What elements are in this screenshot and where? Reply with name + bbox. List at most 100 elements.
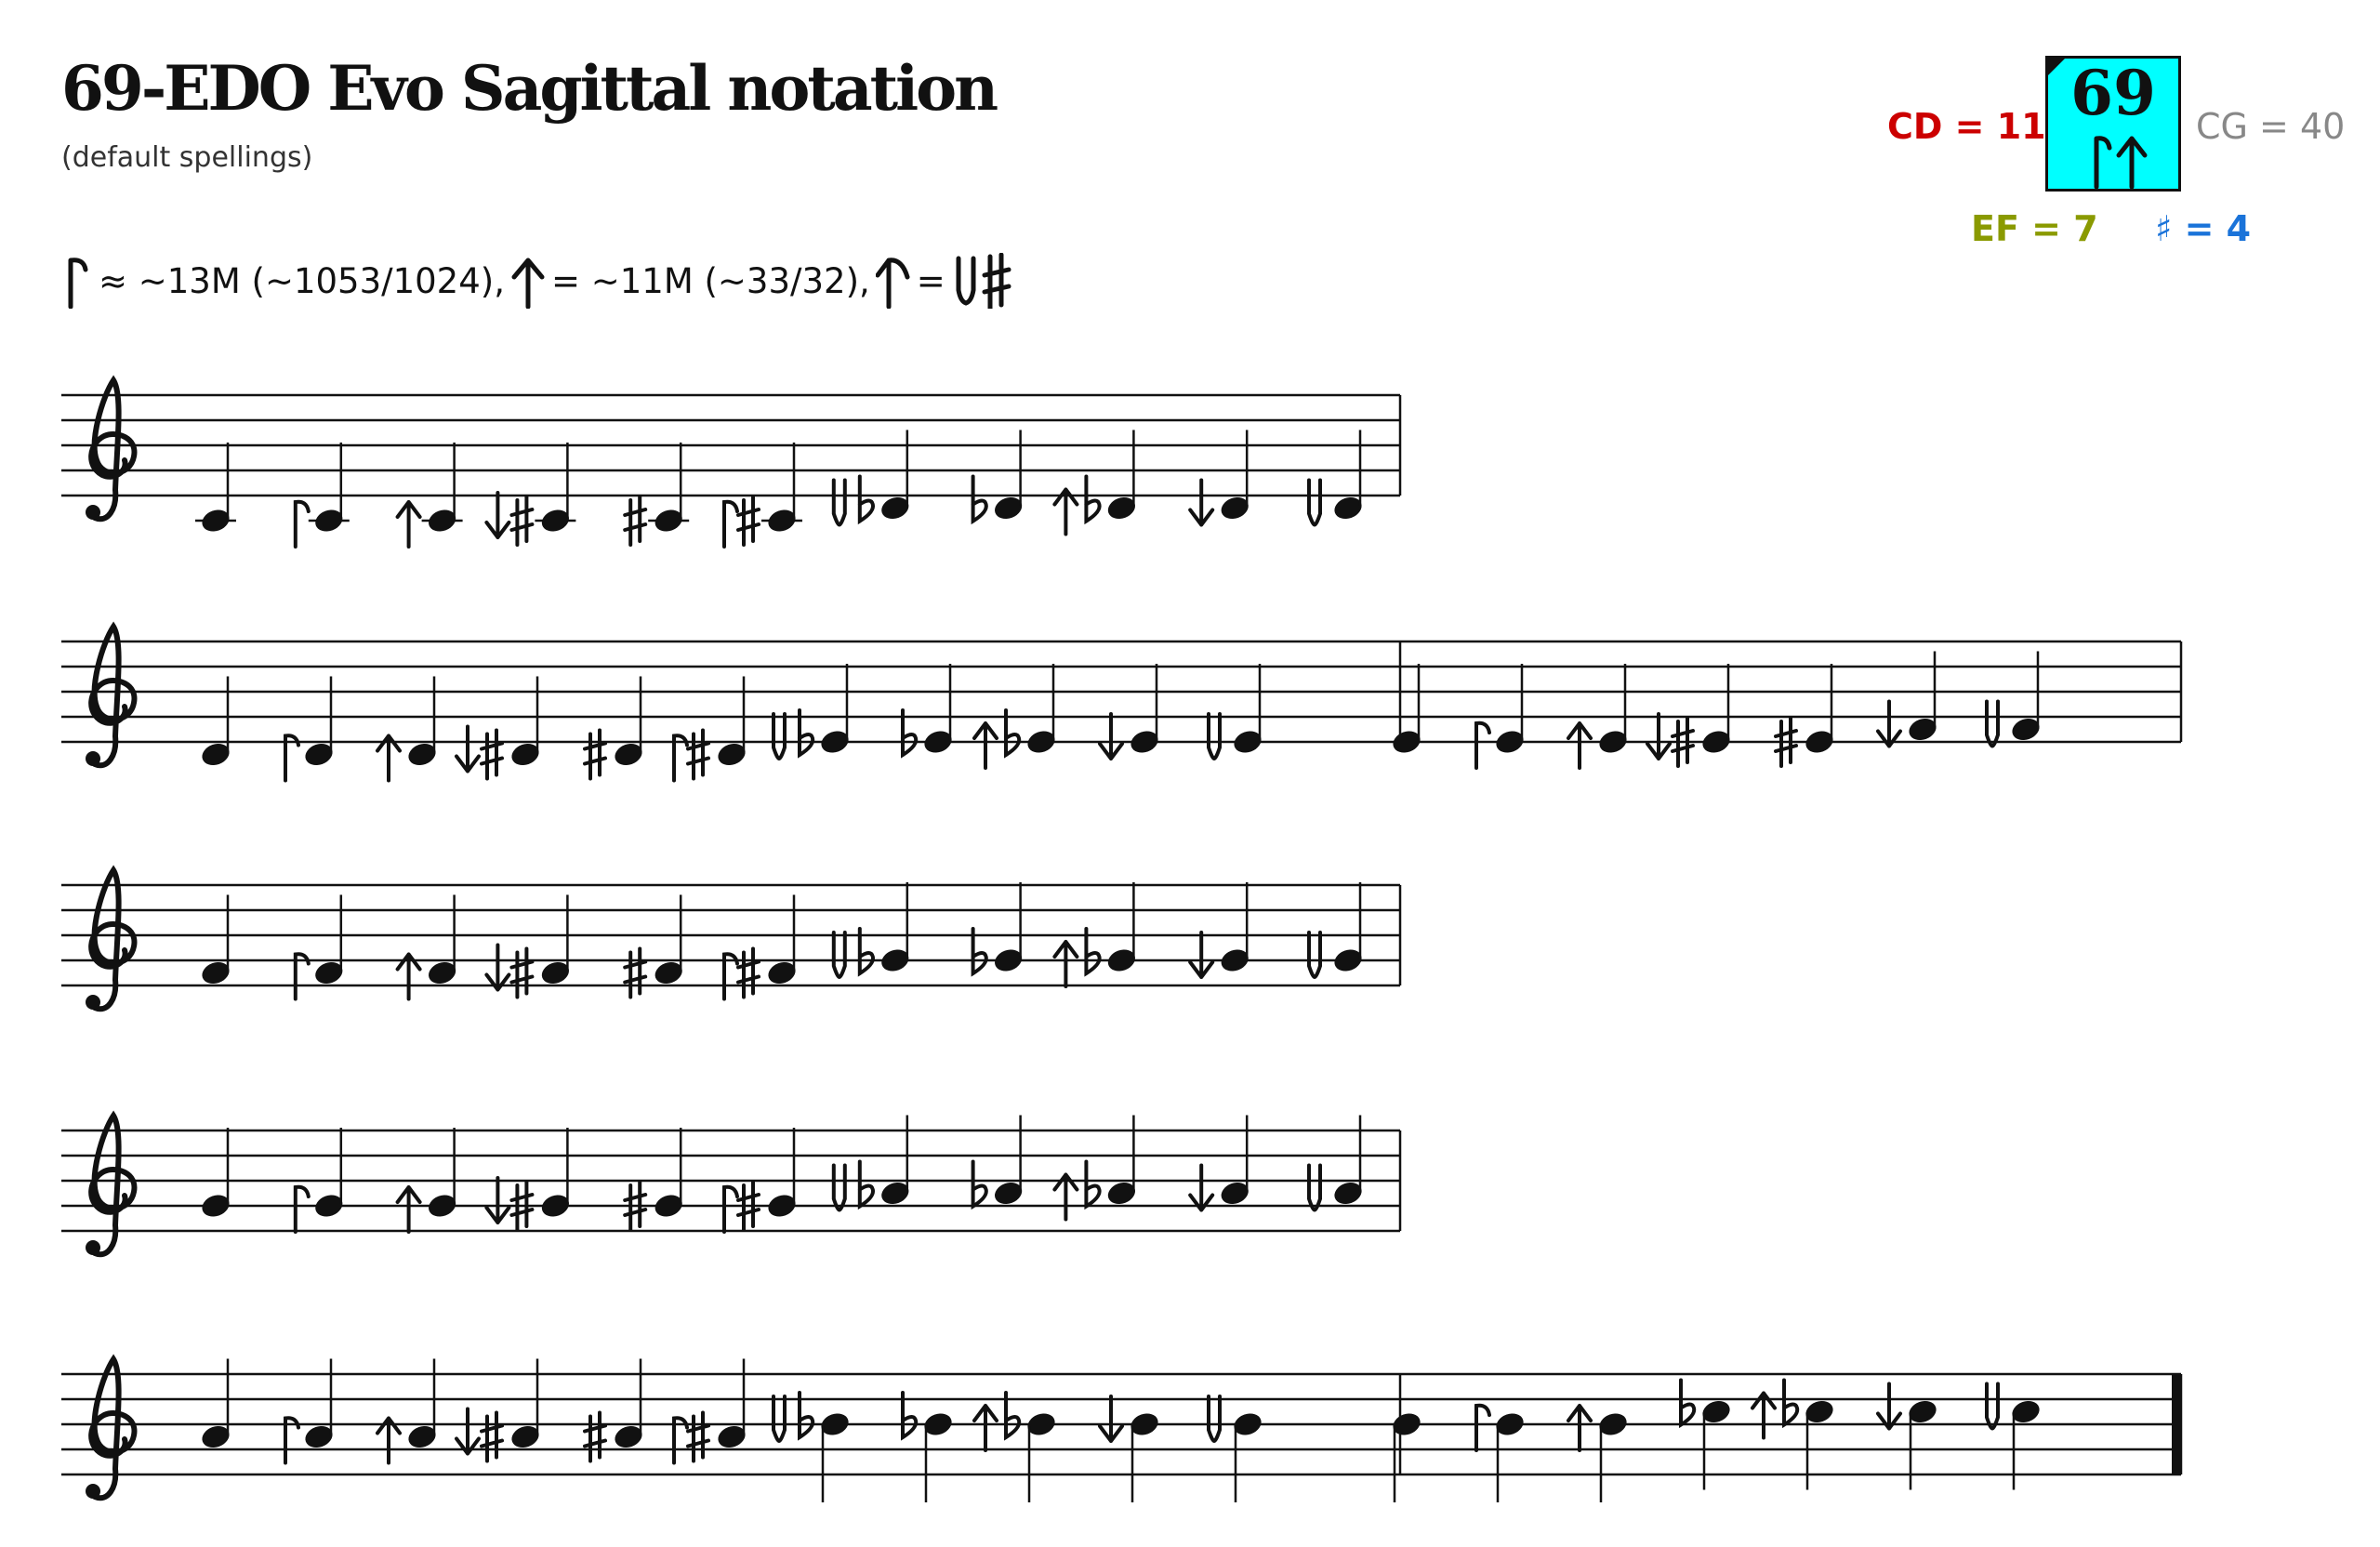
flag-up-icon <box>1474 721 1491 770</box>
notehead <box>1334 949 1362 972</box>
note <box>1474 1403 1524 1502</box>
note <box>1679 1378 1730 1490</box>
note <box>672 1358 746 1465</box>
notehead <box>2012 718 2040 741</box>
note <box>376 676 436 783</box>
notehead <box>202 509 230 532</box>
note <box>1207 664 1262 760</box>
note <box>971 430 1023 523</box>
notehead <box>615 743 642 766</box>
notehead <box>511 1425 539 1448</box>
notehead <box>1107 1182 1135 1205</box>
treble-clef-icon <box>86 870 134 1010</box>
note <box>1052 430 1135 536</box>
notehead <box>821 1413 849 1435</box>
note <box>1474 664 1524 770</box>
notehead <box>718 1425 746 1448</box>
notehead <box>315 509 343 532</box>
edo-number: 69 <box>2070 57 2156 129</box>
flat-icon <box>1679 1378 1697 1427</box>
arrow-down-icon <box>455 724 481 774</box>
note <box>1567 664 1627 770</box>
note <box>623 443 690 547</box>
note <box>972 1391 1055 1502</box>
notehead <box>541 961 569 985</box>
staff-1 <box>61 380 1402 549</box>
sharp-icon <box>623 946 648 999</box>
notehead <box>1393 1413 1421 1435</box>
notehead <box>1805 731 1833 753</box>
notehead <box>881 949 909 972</box>
notehead <box>511 743 539 766</box>
note <box>1985 1382 2040 1490</box>
double-down-icon <box>1985 699 2000 748</box>
note <box>971 1115 1023 1209</box>
notehead <box>995 949 1023 972</box>
notehead <box>541 509 569 532</box>
note <box>623 894 682 999</box>
treble-clef-icon <box>86 1116 134 1255</box>
arrow-down-icon <box>455 1407 481 1456</box>
sharp-icon <box>583 1410 607 1463</box>
note <box>722 894 796 1001</box>
notehead <box>821 731 849 753</box>
notehead <box>1393 731 1421 753</box>
note <box>202 1128 230 1217</box>
double-down-icon <box>772 1395 787 1443</box>
note <box>202 1358 230 1448</box>
notehead <box>315 961 343 985</box>
note <box>1307 882 1362 979</box>
notehead <box>881 496 909 520</box>
note <box>1567 1404 1627 1502</box>
sharp-icon <box>686 1410 710 1463</box>
note <box>1876 1382 1937 1490</box>
notehead <box>615 1425 642 1448</box>
double-down-icon <box>831 478 847 527</box>
arrow-up-icon <box>972 721 998 770</box>
note <box>1098 664 1158 760</box>
symbol-legend: ≈ ~13M (~1053/1024), = ~11M (~33/32), = <box>58 244 1016 318</box>
notehead <box>1221 1182 1249 1205</box>
staff-2 <box>61 627 2183 783</box>
notehead <box>654 1195 682 1217</box>
flag-up-icon <box>722 1184 739 1234</box>
edo-sagittal-icon <box>2094 136 2148 189</box>
arrow-up-icon <box>1567 721 1593 770</box>
notehead <box>408 743 436 766</box>
note <box>1307 430 1362 527</box>
note <box>395 443 463 549</box>
note <box>1307 1115 1362 1212</box>
notehead <box>1221 949 1249 972</box>
cg-stat: CG = 40 <box>2196 106 2346 147</box>
notehead <box>1130 1413 1158 1435</box>
arrow-down-icon <box>484 491 511 539</box>
double-down-icon <box>1307 478 1322 527</box>
arrow-down-icon <box>484 943 511 992</box>
notehead <box>995 496 1023 520</box>
note <box>722 1128 796 1234</box>
flat-icon <box>1084 1159 1102 1209</box>
note <box>623 1128 682 1232</box>
treble-clef-icon <box>86 1359 134 1499</box>
notehead <box>315 1195 343 1217</box>
flag-up-icon <box>722 499 739 549</box>
down-sharp-icon <box>956 253 1012 309</box>
note <box>293 894 343 1001</box>
flat-icon <box>971 1159 988 1209</box>
notehead <box>202 1195 230 1217</box>
notehead <box>1027 731 1055 753</box>
sharp-stat: ♯ = 4 <box>2155 208 2252 249</box>
sharp-icon <box>480 1410 504 1463</box>
final-barline <box>2172 1374 2181 1474</box>
arrow-up-icon <box>395 1185 422 1234</box>
note <box>284 1358 333 1465</box>
flag-up-icon <box>293 499 311 549</box>
staff-5 <box>61 1358 2183 1502</box>
note <box>722 443 802 549</box>
arrow-up-icon <box>972 1404 998 1452</box>
note <box>376 1358 436 1465</box>
sharp-icon <box>686 728 710 781</box>
treble-clef-icon <box>86 380 134 520</box>
note <box>772 1391 849 1502</box>
arrow-up-icon <box>1567 1404 1593 1452</box>
